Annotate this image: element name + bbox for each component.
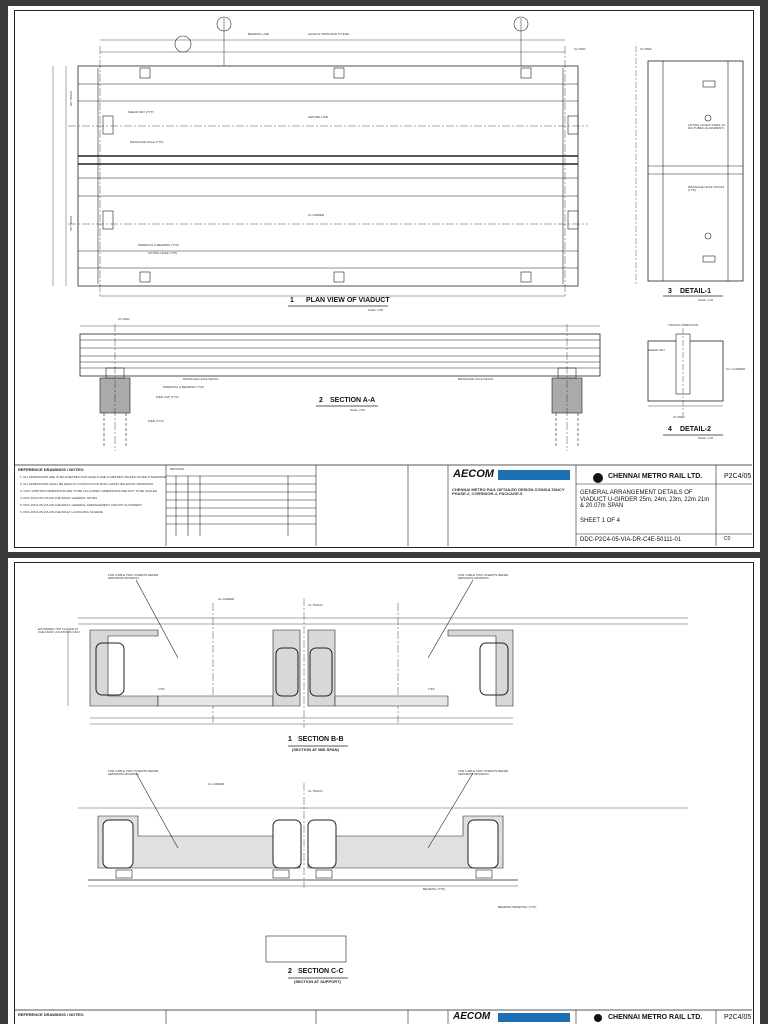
section-aa-title: SECTION A-A [330,397,376,404]
plan-view-number: 1 [290,297,294,304]
sheet-2-border [14,562,754,1024]
plan-label-span: LENGTH FROM END TO END [308,32,350,36]
note-item: 5. DDC-P2C4-05-VIA-DR-C4E-50101: GENERAL… [20,503,142,507]
cc-label-cl-track: CL TRACK [308,789,323,793]
plan-label-cl-girder: CL GIRDER [308,213,325,217]
bb-label-extended: EXTENDED TOP FLANGE AT OHE MAST LOCATION… [38,627,81,634]
section-cc-title: SECTION C-C [298,968,344,975]
sheet-1-linework [14,16,752,546]
detail2-scale: Scale: 1:10 [698,436,714,440]
client-name-2: CHENNAI METRO RAIL LTD. [608,1014,703,1021]
client-name: CHENNAI METRO RAIL LTD. [608,473,703,480]
drawing-sheet-1: DN TRACK UP TRACK CENTRE LINE DRAINAGE H… [8,6,760,552]
cc-label-bearing: BEARING (TYP) [423,887,446,891]
section-aa-label-drainage: DRAINAGE HOLE DETAIL [183,377,219,381]
section-aa-label-cl-pier: CL PIER [118,317,130,321]
bb-label-cl-track: CL TRACK [308,603,323,607]
sheet-number: SHEET 1 OF 4 [580,518,620,524]
section-aa-label-drainage-right: DRAINAGE HOLE DETAIL [458,377,494,381]
plan-label-cl-pier: CL PIER [574,47,586,51]
detail1-number: 3 [668,288,672,295]
sheet-1-border [14,10,754,548]
consultant-subtitle: CHENNAI METRO RAIL DETAILED DESIGN CONSU… [452,487,565,496]
drawing-sheet-2: FOR CABLE TRAY INSERTS REFER SEPARATE DR… [8,558,760,1024]
cc-label-cable-right: FOR CABLE TRAY INSERTS REFER SEPARATE DR… [458,769,509,776]
consultant-banner [498,470,570,480]
bb-label-cable-right: FOR CABLE TRAY INSERTS REFER SEPARATE DR… [458,573,509,580]
revision-heading: REVISION [170,467,185,471]
drawing-number: DDC-P2C4-05-VIA-DR-C4E-50111-01 [580,537,682,543]
note-item: 6. DDC-P2C4-05-VIA-DR-C4E-50112: LAUNCHI… [20,510,103,514]
drawing-title: GENERAL ARRANGEMENT DETAILS OF VIADUCT U… [580,490,710,510]
cc-label-cl-girder: CL GIRDER [208,782,225,786]
plan-label-dn-track: DN TRACK [69,90,73,106]
section-cc-number: 2 [288,968,292,975]
detail2-label-cl-pier: CL PIER [673,415,685,419]
consultant-banner-2 [498,1013,570,1022]
notes-heading-2: REFERENCE DRAWINGS / NOTES: [18,1012,85,1017]
package-code-2: P2C4/05 [724,1014,752,1021]
plan-label-centre-line: CENTRE LINE [308,115,328,119]
detail2-title: DETAIL-2 [680,426,711,433]
plan-view-title: PLAN VIEW OF VIADUCT [306,297,390,304]
notes-heading: REFERENCE DRAWINGS / NOTES: [18,467,85,472]
sheet-2-linework [14,579,752,1024]
section-bb-subtitle: (SECTION AT MID SPAN) [292,747,339,752]
bb-label-slope-right: 2.5% [428,687,435,691]
bb-label-cl-girder: CL GIRDER [218,597,235,601]
package-code: P2C4/05 [724,473,752,480]
detail1-label-lifting: LIFTING HOLES STEEL 40 DIA TUBES (ALIGNM… [688,123,725,130]
note-item: 2. ALL DIMENSIONS SHALL BE READ IN CONJU… [20,482,154,486]
plan-label-bearing-line: BEARING LINE [248,32,270,36]
section-bb-number: 1 [288,736,292,743]
detail2-label-traffic: TRAFFIC DIRECTION [668,323,698,327]
section-aa-label-pier: PIER (TYP) [148,419,164,423]
plan-label-drainage: DRAINAGE HOLE (TYP) [130,140,164,144]
consultant-logo-2: AECOM [453,1011,491,1022]
revision-code: C0 [724,536,731,542]
section-cc-subtitle: (SECTION AT SUPPORT) [294,979,341,984]
section-aa-scale: Scale: 1:50 [350,408,366,412]
section-aa-number: 2 [319,397,323,404]
detail1-label-drainage: DRAINAGE HOLE 150 DIA (TYP) [688,185,725,192]
plan-view-scale: Scale: 1:50 [368,308,384,312]
plan-label-lifting: LIFTING HOLE (TYP) [148,251,178,255]
detail1-title: DETAIL-1 [680,288,711,295]
section-bb-title: SECTION B-B [298,736,344,743]
detail1-scale: Scale: 1:10 [698,298,714,302]
cc-label-bearing-pedestal: BEARING PEDESTAL (TYP) [498,905,537,909]
plan-label-up-track: UP TRACK [69,215,73,231]
section-aa-label-pier-cap: PIER CAP (TYP) [156,395,179,399]
consultant-logo: AECOM [453,468,494,480]
bb-label-cable-left: FOR CABLE TRAY INSERTS REFER SEPARATE DR… [108,573,159,580]
cc-label-cable-left: FOR CABLE TRAY INSERTS REFER SEPARATE DR… [108,769,159,776]
detail2-label-shear: SHEAR KEY [648,348,666,352]
note-item: 3. ONLY WRITTEN DIMENSIONS ARE TO BE FOL… [20,489,158,493]
detail2-number: 4 [668,426,672,433]
detail1-label-cl-pier: CL PIER [640,47,652,51]
section-aa-label-pedestal: PEDESTAL & BEARING (TYP) [163,385,205,389]
plan-label-shear-key: SHEAR KEY (TYP) [128,110,154,114]
note-item: 4. DDC-P2C4-05-VIA-DR-C4E-50100: GENERAL… [20,496,98,500]
note-item: 1. ALL DIMENSIONS ARE IN MILLIMETRES AND… [20,475,167,479]
plan-label-pedestal: PEDESTAL & BEARING (TYP) [138,243,180,247]
bb-label-slope-left: 2.5% [158,687,165,691]
detail2-label-cl-girder: CL U GIRDER [726,367,746,371]
